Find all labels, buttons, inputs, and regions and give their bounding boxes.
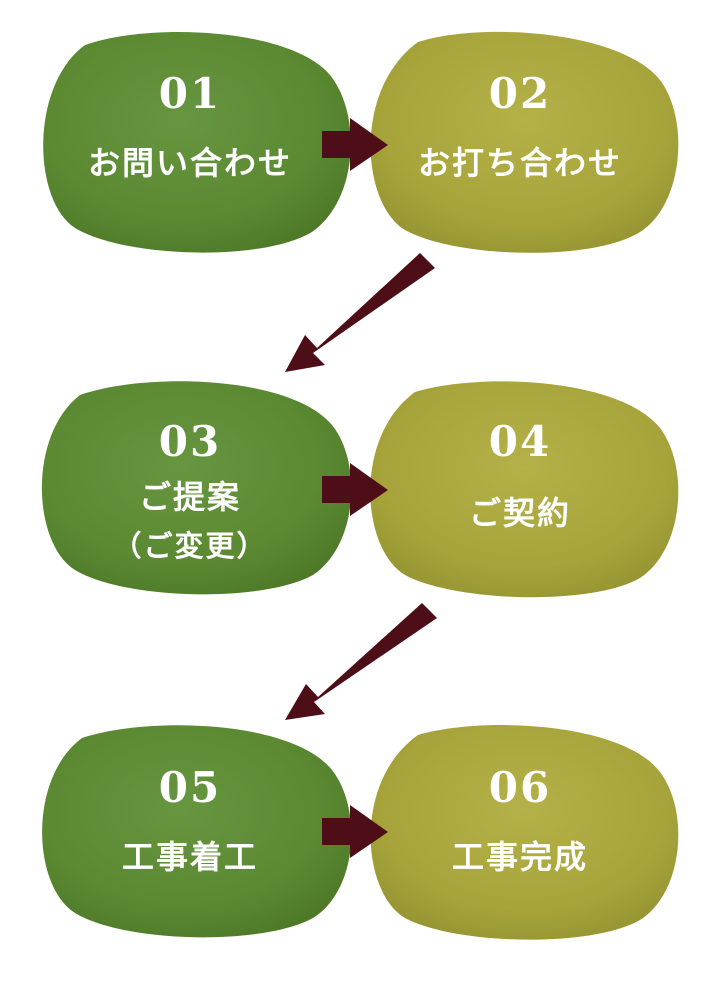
arrow-02-to-03 [285, 253, 435, 372]
arrow-04-to-05 [285, 603, 437, 720]
step-01-label: お問い合わせ [88, 144, 292, 182]
step-01-number: 01 [159, 69, 221, 118]
step-02-number: 02 [489, 69, 551, 118]
step-05-label: 工事着工 [122, 838, 258, 876]
arrow-05-to-06 [322, 805, 388, 858]
step-06-number: 06 [489, 763, 551, 812]
step-04-blob [370, 381, 679, 598]
step-03-label: ご提案 [139, 478, 241, 516]
step-03-number: 03 [159, 417, 221, 466]
step-03-blob [41, 381, 352, 595]
step-05-number: 05 [159, 763, 221, 812]
step-02-blob [370, 31, 679, 253]
step-03-sublabel: （ご変更） [112, 529, 267, 563]
step-02: 02 お打ち合わせ [370, 31, 679, 253]
step-01-blob [43, 31, 351, 253]
step-05: 05 工事着工 [42, 725, 352, 938]
step-04: 04 ご契約 [370, 381, 679, 598]
arrow-03-to-04 [322, 463, 388, 516]
step-03: 03 ご提案 （ご変更） [41, 381, 352, 595]
step-06-label: 工事完成 [452, 838, 588, 876]
step-02-label: お打ち合わせ [418, 144, 622, 182]
step-01: 01 お問い合わせ [43, 31, 351, 253]
step-05-blob [42, 725, 352, 938]
step-06-blob [370, 725, 679, 940]
arrow-01-to-02 [322, 118, 388, 171]
step-04-label: ご契約 [469, 494, 571, 532]
step-06: 06 工事完成 [370, 725, 679, 940]
step-04-number: 04 [489, 417, 551, 466]
